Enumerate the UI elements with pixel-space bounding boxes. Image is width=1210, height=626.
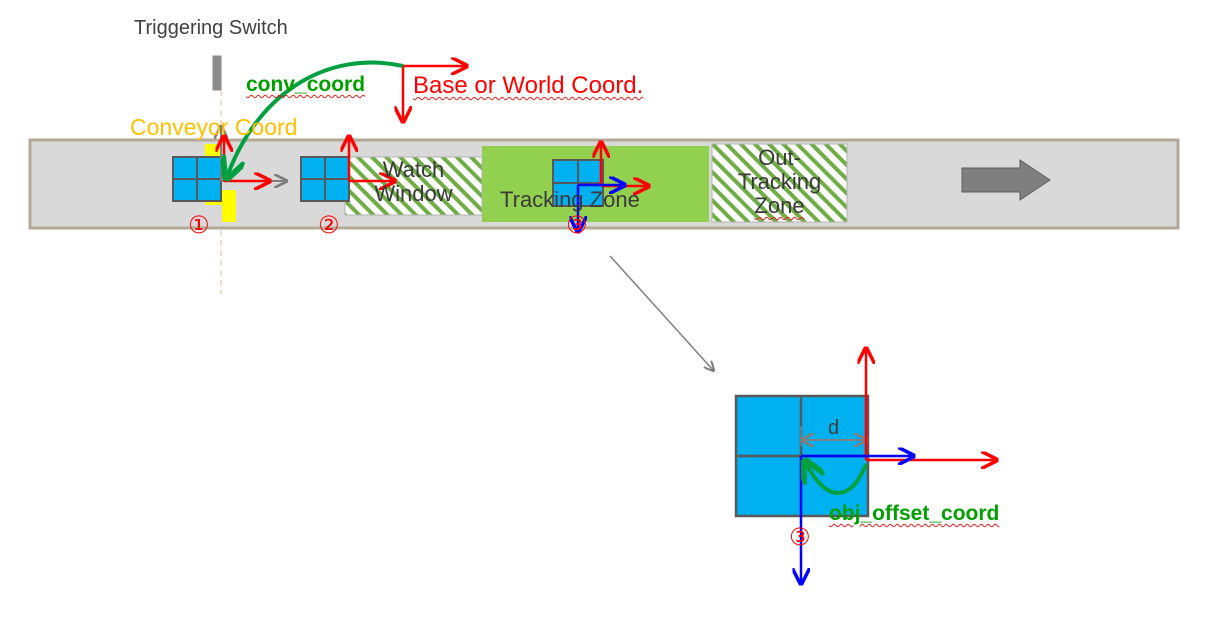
obj-offset-coord-label: obj_offset_coord (829, 502, 1000, 525)
zoom-connector (609, 255, 713, 370)
detail-position-marker: ③ (789, 524, 811, 551)
triggering-switch (211, 54, 223, 92)
out-tracking-line3: Zone (754, 193, 805, 218)
watch-window-line2: Window (374, 181, 453, 206)
out-tracking-line1: Out- (758, 145, 801, 170)
tracking-zone-label: Tracking Zone (500, 187, 640, 212)
right-arrow-icon (961, 159, 1051, 201)
marker-position-3: ③ (566, 212, 588, 239)
object-position-1 (172, 156, 222, 202)
conveyor-coord-label: Conveyor Coord (130, 114, 298, 140)
out-tracking-line2: Tracking (737, 169, 822, 194)
conv-coord-label: conv_coord (246, 73, 366, 96)
conv-coord-arc (228, 60, 404, 174)
marker-position-1: ① (188, 212, 210, 239)
watch-window-line1: Watch (382, 157, 445, 182)
obj-offset-arc (807, 464, 868, 495)
watch-window-label: Watch Window (345, 158, 482, 206)
triggering-switch-label: Triggering Switch (134, 17, 288, 39)
out-tracking-zone-label: Out- Tracking Zone (712, 146, 847, 218)
object-position-2 (300, 156, 350, 202)
out-tracking-zone (711, 143, 848, 223)
base-world-coord-label: Base or World Coord. (413, 72, 644, 99)
distance-label: d (828, 417, 840, 439)
marker-position-2: ② (318, 212, 340, 239)
